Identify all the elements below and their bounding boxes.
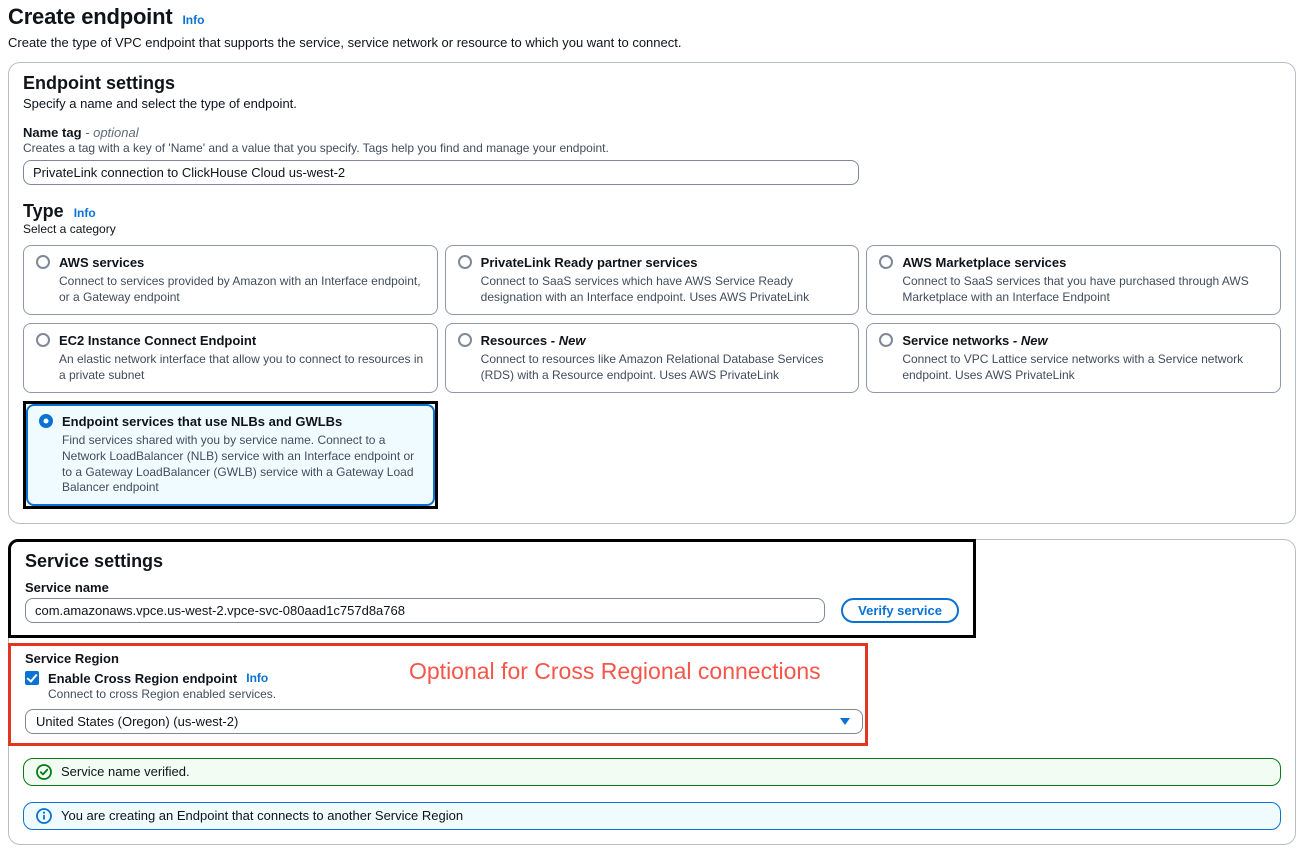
- info-circle-icon: [36, 807, 52, 824]
- cross-region-checkbox-label: Enable Cross Region endpoint: [48, 670, 238, 686]
- annotation-box-black-service-settings: Service settings Service name Verify ser…: [8, 538, 976, 638]
- type-option-resources[interactable]: Resources - New Connect to resources lik…: [444, 323, 860, 394]
- name-tag-label: Name tag - optional: [23, 125, 139, 140]
- type-option-title: Resources - New: [480, 333, 586, 349]
- type-option-description: Connect to resources like Amazon Relatio…: [480, 352, 824, 382]
- region-select[interactable]: United States (Oregon) (us-west-2): [25, 708, 863, 734]
- name-tag-input[interactable]: [23, 160, 859, 185]
- type-option-description: Connect to SaaS services which have AWS …: [480, 274, 810, 304]
- type-option-title: AWS Marketplace services: [902, 255, 1067, 270]
- endpoint-settings-description: Specify a name and select the type of en…: [23, 96, 297, 111]
- service-settings-card: Service settings Service name Verify ser…: [8, 538, 1296, 845]
- type-option-title: AWS services: [59, 255, 145, 270]
- new-badge: - New: [1012, 333, 1048, 349]
- type-option-title: EC2 Instance Connect Endpoint: [59, 333, 257, 349]
- chevron-down-icon: [840, 717, 850, 725]
- type-option-ec2-instance-connect[interactable]: EC2 Instance Connect Endpoint An elastic…: [23, 323, 438, 394]
- type-header: Type Info: [23, 201, 1281, 222]
- info-banner-text: You are creating an Endpoint that connec…: [61, 808, 464, 824]
- endpoint-settings-card: Endpoint settings Specify a name and sel…: [8, 62, 1296, 524]
- type-option-endpoint-services-nlb-gwlb[interactable]: Endpoint services that use NLBs and GWLB…: [26, 404, 435, 506]
- page-info-link[interactable]: Info: [182, 13, 205, 27]
- radio-selected-icon[interactable]: [39, 414, 53, 429]
- success-banner-text: Service name verified.: [61, 764, 190, 780]
- service-name-label: Service name: [25, 579, 109, 595]
- radio-icon[interactable]: [36, 333, 50, 348]
- type-options-grid: AWS services Connect to services provide…: [23, 245, 1281, 509]
- type-option-description: Find services shared with you by service…: [62, 433, 415, 495]
- type-option-description: Connect to services provided by Amazon w…: [59, 274, 421, 304]
- type-option-description: Connect to VPC Lattice service networks …: [902, 352, 1244, 382]
- verify-service-button[interactable]: Verify service: [841, 597, 959, 623]
- radio-icon[interactable]: [457, 333, 472, 348]
- type-option-title: Endpoint services that use NLBs and GWLB…: [62, 414, 343, 430]
- type-option-description: An elastic network interface that allow …: [59, 352, 424, 382]
- cross-region-checkbox[interactable]: [25, 671, 39, 686]
- radio-icon[interactable]: [36, 255, 50, 269]
- type-option-description: Connect to SaaS services that you have p…: [902, 274, 1249, 304]
- name-tag-hint: Creates a tag with a key of 'Name' and a…: [23, 141, 609, 155]
- cross-region-hint: Connect to cross Region enabled services…: [48, 686, 277, 701]
- annotation-box-red-service-region: Service Region Enable Cross Region endpo…: [8, 642, 868, 746]
- annotation-text-optional-cross-regional: Optional for Cross Regional connections: [409, 657, 821, 684]
- service-name-input[interactable]: [25, 597, 826, 623]
- type-option-title: PrivateLink Ready partner services: [480, 255, 698, 270]
- name-tag-optional: - optional: [85, 125, 139, 140]
- type-option-privatelink-partner[interactable]: PrivateLink Ready partner services Conne…: [444, 245, 860, 316]
- type-option-service-networks[interactable]: Service networks - New Connect to VPC La…: [866, 323, 1281, 394]
- page-title: Create endpoint: [8, 4, 173, 29]
- page-header: Create endpoint Info: [8, 4, 1296, 30]
- radio-icon[interactable]: [879, 255, 894, 269]
- type-option-title: Service networks - New: [902, 333, 1048, 349]
- radio-icon[interactable]: [879, 333, 894, 348]
- type-info-link[interactable]: Info: [73, 206, 96, 220]
- type-label: Type: [23, 201, 64, 221]
- region-select-value: United States (Oregon) (us-west-2): [36, 713, 239, 729]
- type-hint: Select a category: [23, 222, 116, 236]
- page-subtitle: Create the type of VPC endpoint that sup…: [8, 35, 682, 50]
- service-region-label: Service Region: [25, 650, 119, 666]
- endpoint-settings-heading: Endpoint settings: [23, 73, 175, 93]
- success-banner: Service name verified.: [23, 757, 1281, 786]
- type-option-aws-services[interactable]: AWS services Connect to services provide…: [23, 245, 438, 316]
- cross-region-info-link[interactable]: Info: [246, 671, 269, 686]
- check-circle-icon: [36, 763, 52, 780]
- radio-icon[interactable]: [457, 255, 472, 269]
- service-settings-heading: Service settings: [25, 550, 164, 571]
- new-badge: - New: [550, 333, 586, 349]
- annotation-box-black-selected-type: Endpoint services that use NLBs and GWLB…: [23, 401, 438, 509]
- info-banner: You are creating an Endpoint that connec…: [23, 801, 1281, 830]
- type-option-aws-marketplace[interactable]: AWS Marketplace services Connect to SaaS…: [866, 245, 1281, 316]
